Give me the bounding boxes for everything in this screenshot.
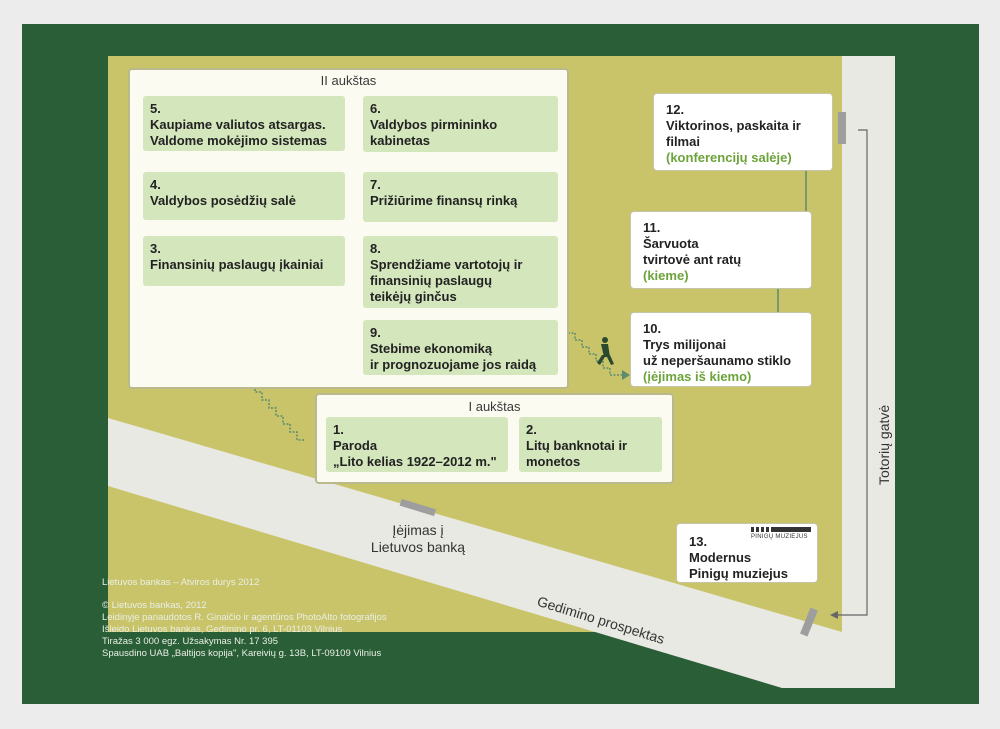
stairs-right xyxy=(568,332,624,376)
station-10[interactable]: 10. Trys milijonai už neperšaunamo stikl… xyxy=(630,312,812,387)
copyright-line: © Lietuvos bankas, 2012 xyxy=(102,600,207,611)
gedimino-street xyxy=(108,418,842,688)
station-12[interactable]: 12. Viktorinos, paskaita ir filmai (konf… xyxy=(653,93,833,171)
first-floor-label: I aukštas xyxy=(468,399,521,414)
entrance-label: Įėjimas į Lietuvos banką xyxy=(370,522,466,555)
station-11[interactable]: 11. Šarvuota tvirtovė ant ratų (kieme) xyxy=(630,211,812,289)
pinigu-muziejus-logo: PINIGŲ MUZIEJUS xyxy=(751,527,813,540)
entrance-marker-corner xyxy=(800,607,818,637)
publisher-line: Išleido Lietuvos bankas, Gedimino pr. 6,… xyxy=(102,624,343,635)
totoriu-street xyxy=(842,56,895,688)
street-route-arrow xyxy=(834,129,868,616)
room-5[interactable]: 5. Kaupiame valiutos atsargas. Valdome m… xyxy=(143,96,345,151)
room-8[interactable]: 8. Sprendžiame vartotojų ir finansinių p… xyxy=(363,236,558,308)
totoriu-gatve-label: Totorių gatvė xyxy=(876,404,892,485)
room-7[interactable]: 7. Prižiūrime finansų rinką xyxy=(363,172,558,222)
photo-credits: Leidinyje panaudotos R. Ginaičio ir agen… xyxy=(102,612,387,623)
printer-line: Spausdino UAB „Baltijos kopija", Kareivi… xyxy=(102,648,382,659)
stairs-right-arrowhead xyxy=(622,370,630,380)
print-run-line: Tiražas 3 000 egz. Užsakymas Nr. 17 395 xyxy=(102,636,279,647)
room-6[interactable]: 6. Valdybos pirmininko kabinetas xyxy=(363,96,558,152)
walking-person-icon-right xyxy=(597,337,614,365)
room-1[interactable]: 1. Paroda „Lito kelias 1922–2012 m." xyxy=(326,417,508,472)
room-9[interactable]: 9. Stebime ekonomiką ir prognozuojame jo… xyxy=(363,320,558,375)
room-4[interactable]: 4. Valdybos posėdžių salė xyxy=(143,172,345,220)
room-3[interactable]: 3. Finansinių paslaugų įkainiai xyxy=(143,236,345,286)
station-13[interactable]: 13. Modernus Pinigų muziejus xyxy=(676,523,818,583)
entrance-marker-side xyxy=(838,112,846,144)
room-2[interactable]: 2. Litų banknotai ir monetos xyxy=(519,417,662,472)
entrance-marker-main xyxy=(399,498,437,517)
booklet-title: Lietuvos bankas – Atviros durys 2012 xyxy=(102,577,260,588)
second-floor-label: II aukštas xyxy=(320,73,377,88)
